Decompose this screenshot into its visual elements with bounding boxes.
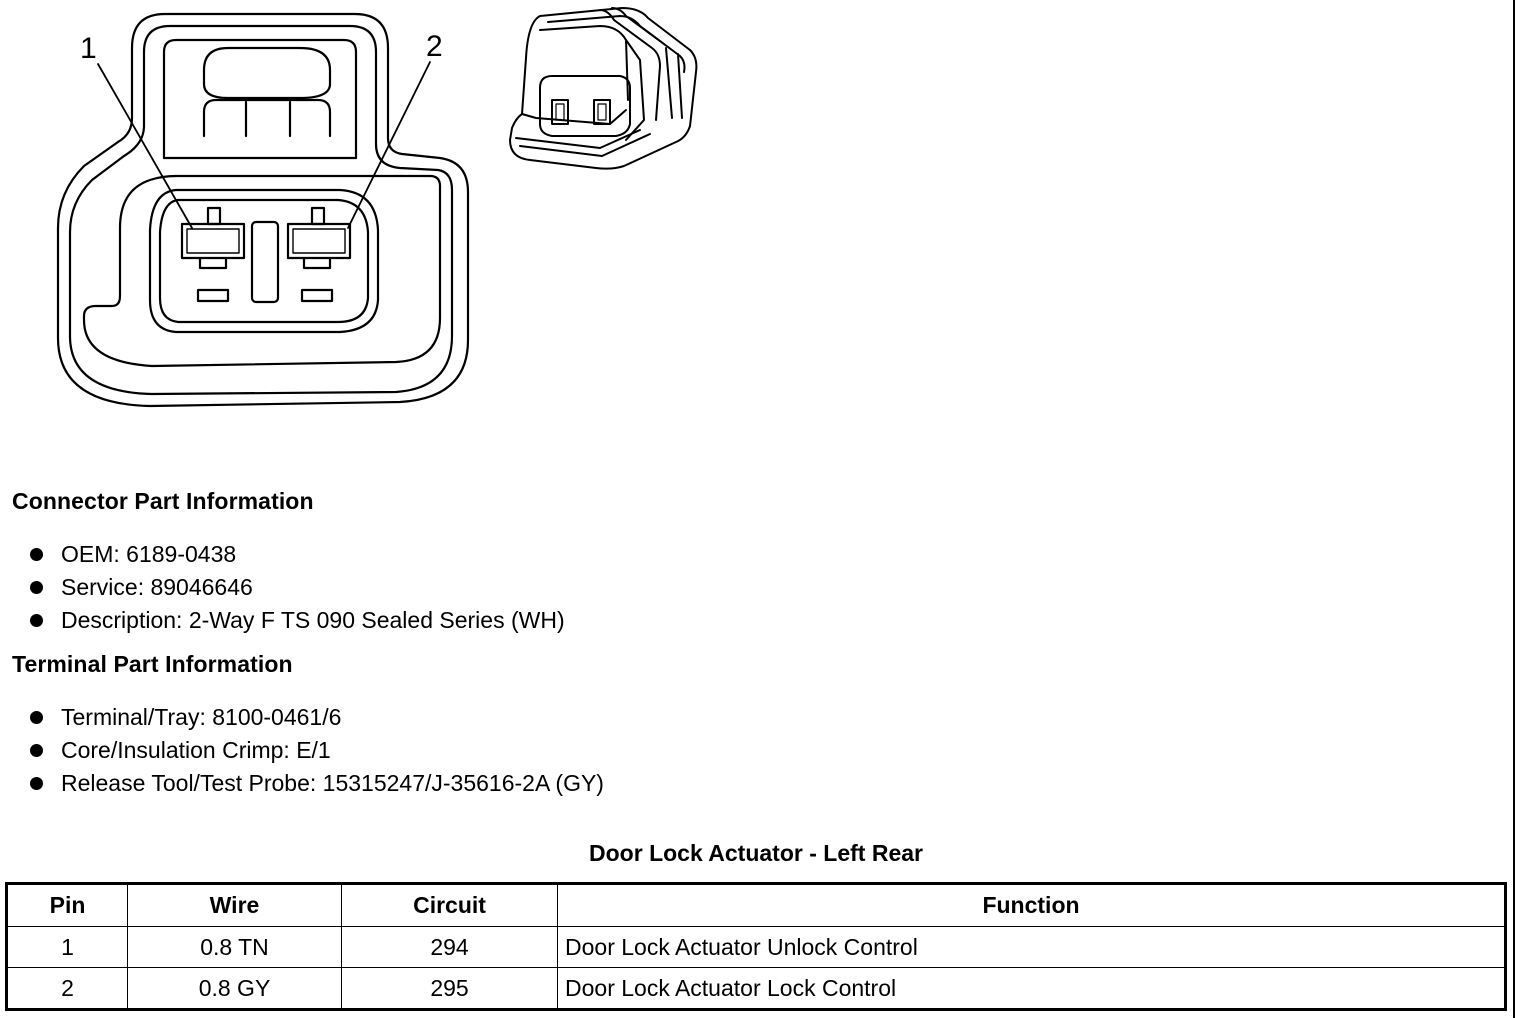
- terminal-slot-2: [300, 288, 334, 303]
- connector-part-info-list: OEM: 6189-0438 Service: 89046646 Descrip…: [30, 538, 565, 637]
- cell-function: Door Lock Actuator Unlock Control: [557, 926, 1506, 968]
- terminal-part-info-list: Terminal/Tray: 8100-0461/6 Core/Insulati…: [30, 701, 604, 800]
- cell-circuit: 294: [341, 926, 558, 968]
- column-header-circuit: Circuit: [341, 883, 558, 927]
- terminal-slot-1: [196, 288, 230, 303]
- pin-1-cavity: [180, 206, 246, 270]
- bullet-icon: [30, 711, 43, 724]
- column-header-wire: Wire: [127, 883, 342, 927]
- pin-1-label: 1: [80, 32, 97, 65]
- list-item: Service: 89046646: [30, 571, 565, 604]
- column-header-function: Function: [557, 883, 1506, 927]
- connector-face-view: [56, 12, 470, 408]
- bullet-icon: [30, 614, 43, 627]
- polarizing-key: [250, 220, 280, 304]
- connector-part-info-heading: Connector Part Information: [12, 488, 314, 514]
- connector-seal-groove: [82, 174, 442, 368]
- cell-pin: 1: [6, 926, 128, 968]
- latch-tab: [202, 46, 332, 100]
- pin-1-leader-line: [97, 63, 193, 229]
- terminal-cavity-body: [148, 188, 380, 334]
- cell-wire: 0.8 GY: [127, 967, 342, 1010]
- cell-pin: 2: [6, 967, 128, 1010]
- latch-housing: [162, 38, 358, 160]
- cell-circuit: 295: [341, 967, 558, 1010]
- pinout-table: Pin Wire Circuit Function 1 0.8 TN 294 D…: [5, 882, 1507, 1011]
- connector-inner-contour: [68, 24, 454, 396]
- cell-wire: 0.8 TN: [127, 926, 342, 968]
- connector-isometric-view: [509, 7, 698, 170]
- list-item: Description: 2-Way F TS 090 Sealed Serie…: [30, 604, 565, 637]
- list-item: Core/Insulation Crimp: E/1: [30, 734, 604, 767]
- bullet-icon: [30, 581, 43, 594]
- bullet-icon: [30, 777, 43, 790]
- column-header-pin: Pin: [6, 883, 128, 927]
- terminal-cavity-inner: [158, 198, 370, 324]
- latch-tab-lower: [202, 98, 332, 138]
- pinout-table-title: Door Lock Actuator - Left Rear: [589, 840, 923, 866]
- page-right-border: [1513, 0, 1515, 1018]
- list-item: OEM: 6189-0438: [30, 538, 565, 571]
- table-row: 2 0.8 GY 295 Door Lock Actuator Lock Con…: [6, 967, 1506, 1010]
- table-header-row: Pin Wire Circuit Function: [6, 883, 1506, 927]
- list-item: Release Tool/Test Probe: 15315247/J-3561…: [30, 767, 604, 800]
- pin-2-cavity: [286, 206, 352, 270]
- bullet-icon: [30, 548, 43, 561]
- terminal-part-info-heading: Terminal Part Information: [12, 651, 293, 677]
- connector-outer-shell: [56, 12, 470, 408]
- pin-2-label: 2: [426, 30, 443, 63]
- pin-2-leader-line: [347, 61, 431, 229]
- cell-function: Door Lock Actuator Lock Control: [557, 967, 1506, 1010]
- table-row: 1 0.8 TN 294 Door Lock Actuator Unlock C…: [6, 926, 1506, 968]
- iso-cavity-2: [593, 99, 611, 125]
- iso-cavity-1: [551, 99, 569, 125]
- connector-diagram: 1 2: [56, 7, 698, 408]
- list-item: Terminal/Tray: 8100-0461/6: [30, 701, 604, 734]
- bullet-icon: [30, 744, 43, 757]
